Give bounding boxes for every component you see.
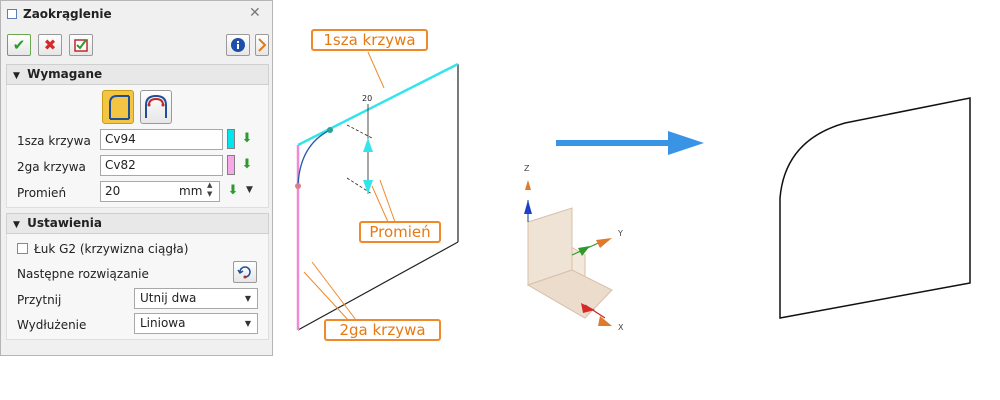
axis-x-label: X: [618, 323, 624, 332]
radius-input[interactable]: 20 mm ▲▼: [100, 181, 220, 202]
collapse-triangle-icon: ▼: [13, 71, 20, 81]
expand-panel-button[interactable]: [255, 34, 269, 56]
collapse-triangle-icon: ▼: [13, 220, 20, 230]
axis-y-label: Y: [618, 229, 623, 238]
info-icon: [231, 38, 245, 52]
extend-value: Liniowa: [140, 316, 186, 330]
dimension-arrow-up: [363, 138, 373, 152]
z-axis-tip: [525, 180, 531, 190]
second-curve-field[interactable]: Cv82: [100, 155, 223, 176]
callout-second-curve: 2ga krzywa: [324, 319, 441, 341]
fillet-icon: [7, 9, 17, 19]
xy-plane: [526, 269, 613, 319]
chevron-down-icon: ▼: [244, 294, 251, 303]
y-axis-line: [571, 239, 606, 256]
result-filleted-profile: [779, 97, 971, 319]
trim-select[interactable]: Utnij dwa ▼: [134, 288, 258, 309]
callout-leader-radius: [379, 179, 396, 223]
next-solution-button[interactable]: [233, 261, 257, 283]
radius-label: Promień: [17, 186, 67, 200]
dimension-extension: [346, 177, 373, 195]
fillet-mode-arc-button[interactable]: [140, 90, 172, 124]
x-icon: ✖: [43, 36, 57, 54]
fillet-mode-tangent-button[interactable]: [102, 90, 134, 124]
radius-pick-button[interactable]: ⬇: [225, 183, 241, 199]
cancel-button[interactable]: ✖: [38, 34, 62, 56]
second-curve-color-swatch: [227, 155, 235, 175]
callout-leader-radius: [371, 185, 389, 223]
required-header-label: Wymagane: [27, 67, 103, 81]
bottom-edge-line: [297, 241, 459, 331]
fillet-dialog: Zaokrąglenie ✕ ✔ ✖ ▼ Wymagane: [0, 0, 273, 356]
x-axis-line: [584, 304, 606, 319]
settings-header-label: Ustawienia: [27, 216, 102, 230]
extend-select[interactable]: Liniowa ▼: [134, 313, 258, 334]
tangent-point-second: [295, 183, 301, 189]
trim-value: Utnij dwa: [140, 291, 197, 305]
second-curve-label: 2ga krzywa: [17, 160, 86, 174]
settings-section-header[interactable]: ▼ Ustawienia: [6, 213, 269, 234]
z-axis-arrow: [524, 200, 532, 214]
first-curve-color-swatch: [227, 129, 235, 149]
first-curve-label: 1sza krzywa: [17, 134, 91, 148]
g2-label: Łuk G2 (krzywizna ciągła): [34, 242, 189, 256]
close-icon[interactable]: ✕: [249, 5, 261, 21]
apply-check-icon: [74, 39, 88, 52]
dimension-text: 20: [362, 94, 372, 103]
tangent-point-first: [327, 127, 333, 133]
first-curve-pick-button[interactable]: ⬇: [239, 131, 255, 147]
dimension-arrow-down: [363, 180, 373, 194]
yz-plane: [527, 207, 573, 286]
before-geometry: 20: [295, 51, 459, 331]
x-axis-tip: [598, 316, 612, 326]
radius-unit: mm: [179, 184, 203, 198]
info-button[interactable]: [226, 34, 250, 56]
axis-triad: [524, 180, 613, 326]
next-solution-label: Następne rozwiązanie: [17, 267, 149, 281]
radius-spinner[interactable]: ▲▼: [207, 181, 213, 198]
xz-plane: [527, 221, 586, 319]
axis-z-label: Z: [524, 164, 530, 173]
callout-first-curve: 1sza krzywa: [311, 29, 428, 51]
pick-download-icon: ⬇: [241, 131, 253, 146]
extend-label: Wydłużenie: [17, 318, 87, 332]
check-icon: ✔: [12, 36, 26, 54]
y-axis-tip: [596, 238, 612, 248]
pick-download-icon: ⬇: [241, 157, 253, 172]
first-curve-line: [297, 62, 459, 147]
fillet-preview-arc: [297, 129, 331, 186]
y-axis-arrow: [578, 246, 590, 256]
radius-dropdown-icon[interactable]: ▼: [246, 185, 253, 195]
trim-label: Przytnij: [17, 293, 62, 307]
chevron-down-icon: ▼: [244, 319, 251, 328]
callout-leader-second: [311, 261, 357, 321]
apply-button[interactable]: [69, 34, 93, 56]
pick-download-icon: ⬇: [227, 183, 239, 198]
radius-value: 20: [105, 184, 121, 198]
dialog-titlebar: Zaokrąglenie ✕: [1, 1, 272, 29]
dialog-title: Zaokrąglenie: [23, 7, 112, 21]
arc-mode-icon: [145, 94, 167, 118]
callout-leader-second: [303, 271, 351, 323]
dimension-extension: [346, 124, 373, 139]
callout-leader-first: [367, 51, 385, 89]
first-curve-field[interactable]: Cv94: [100, 129, 223, 150]
transform-arrow-icon: [556, 131, 704, 155]
g2-checkbox[interactable]: [17, 243, 28, 254]
panel-arrow-icon: [258, 38, 267, 52]
callout-radius: Promień: [359, 221, 441, 243]
cycle-solution-icon: [237, 266, 251, 279]
ok-button[interactable]: ✔: [7, 34, 31, 56]
x-axis-arrow: [581, 303, 595, 313]
fillet-mode-icon: [109, 95, 130, 120]
second-curve-pick-button[interactable]: ⬇: [239, 157, 255, 173]
required-section-header[interactable]: ▼ Wymagane: [6, 64, 269, 85]
